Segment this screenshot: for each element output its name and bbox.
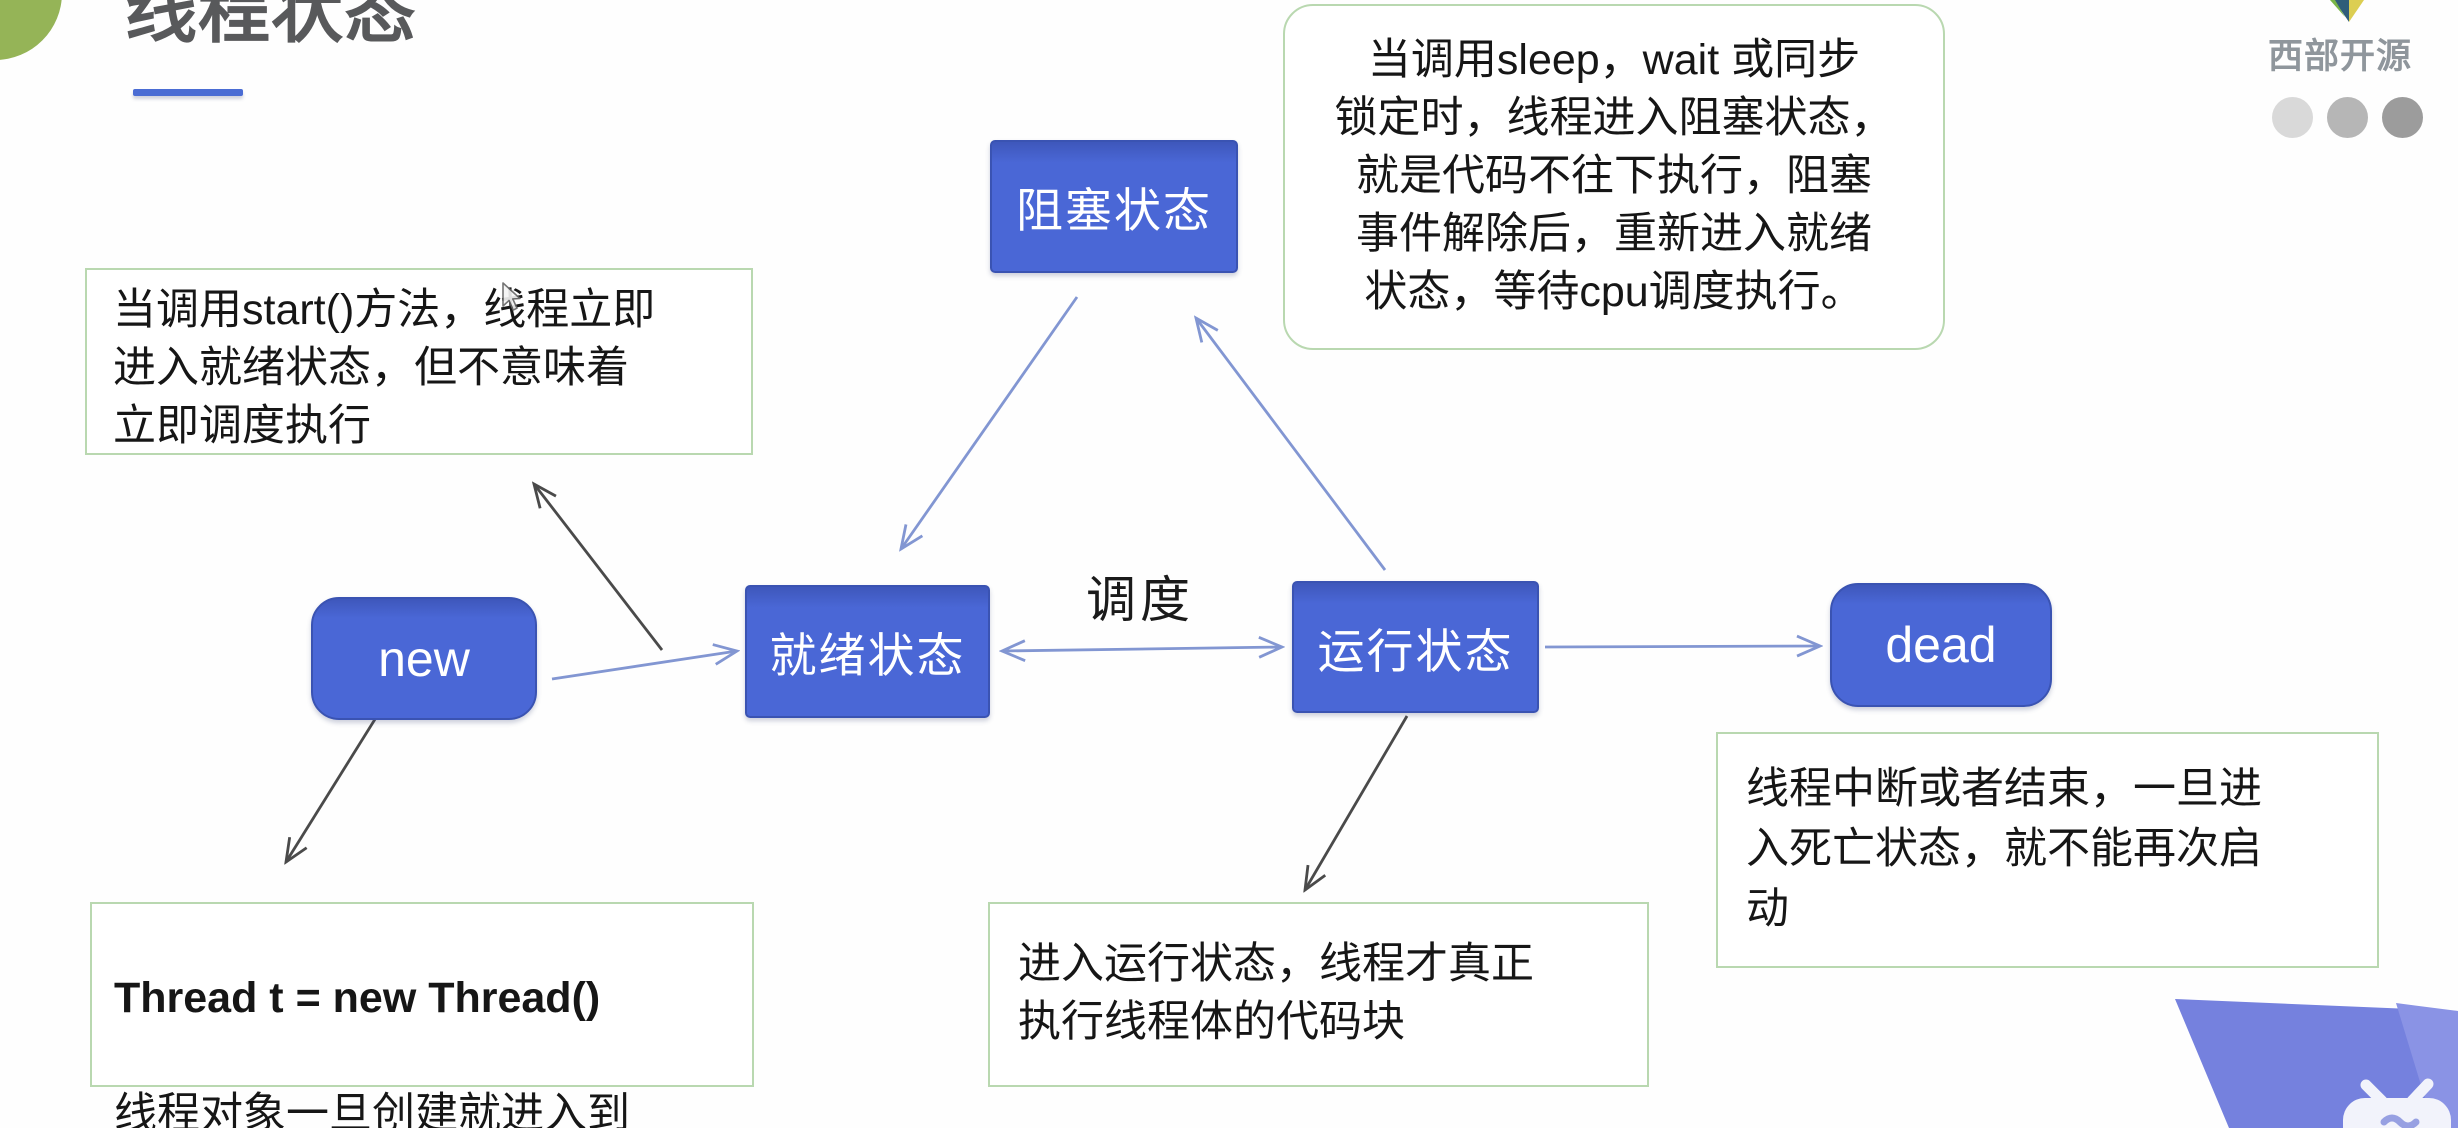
note-new-state: Thread t = new Thread() 线程对象一旦创建就进入到 了新生… [90, 902, 754, 1128]
arrow-running-to-running-note [1305, 715, 1409, 890]
state-node-dead: dead [1830, 583, 2052, 707]
state-node-new-label: new [378, 630, 470, 687]
arrow-new-to-new-note [286, 707, 384, 862]
note-blocked-state: 当调用sleep，wait 或同步 锁定时，线程进入阻塞状态， 就是代码不往下执… [1283, 4, 1945, 350]
brand-name: 西部开源 [2268, 37, 2413, 76]
schedule-edge-label: 调度 [1086, 572, 1194, 628]
tv-logo-icon [2343, 1078, 2451, 1128]
state-node-dead-label: dead [1885, 617, 1997, 673]
progress-dot [2382, 97, 2423, 138]
note-new-text: 线程对象一旦创建就进入到 了新生状态 [114, 1090, 630, 1128]
title-underline [133, 89, 243, 96]
arrow-new-to-ready [551, 651, 737, 681]
note-start-method: 当调用start()方法，线程立即 进入就绪状态，但不意味着 立即调度执行 [85, 268, 753, 455]
state-node-blocked: 阻塞状态 [990, 140, 1238, 273]
progress-dot [2327, 97, 2368, 138]
arrow-running-to-blocked [1196, 318, 1387, 571]
state-node-ready-label: 就绪状态 [769, 629, 966, 682]
state-node-new: new [311, 597, 537, 720]
state-node-running-label: 运行状态 [1317, 624, 1514, 678]
arrow-ready-running-bidirectional [1002, 647, 1282, 651]
corner-blob-decoration [0, 0, 62, 60]
slide-progress-dots [2272, 97, 2423, 138]
note-dead-state: 线程中断或者结束，一旦进 入死亡状态，就不能再次启 动 [1716, 732, 2379, 968]
note-running-state: 进入运行状态，线程才真正 执行线程体的代码块 [988, 902, 1649, 1087]
state-node-running: 运行状态 [1292, 581, 1539, 713]
mouse-cursor [502, 282, 521, 311]
state-node-blocked-label: 阻塞状态 [1016, 184, 1212, 237]
note-new-code: Thread t = new Thread() [114, 974, 601, 1022]
arrow-blocked-to-ready [901, 296, 1079, 549]
page-title: 线程状态 [125, 0, 418, 52]
arrow-ready-to-start-note [534, 484, 664, 651]
state-node-ready: 就绪状态 [745, 585, 990, 718]
arrow-running-to-dead [1544, 646, 1820, 647]
progress-dot [2272, 97, 2313, 138]
